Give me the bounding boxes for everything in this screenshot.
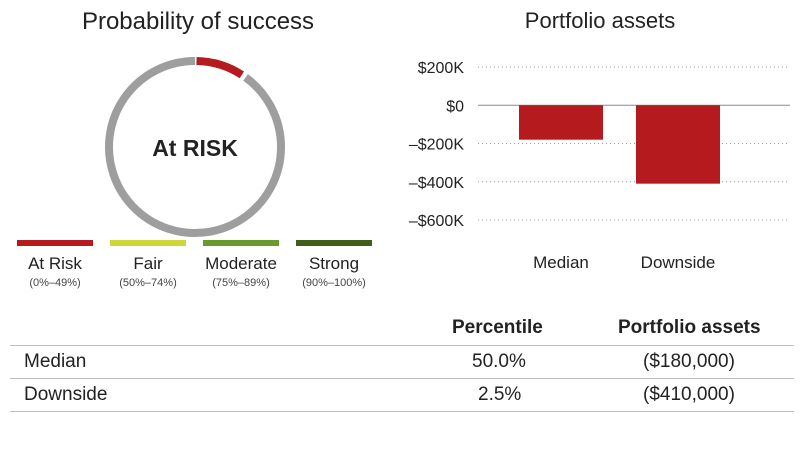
- chart-title: Portfolio assets: [524, 8, 676, 33]
- y-tick-label: $0: [446, 98, 464, 115]
- legend-item-strong: Strong (90%–100%): [296, 240, 372, 289]
- legend-item-fair: Fair (50%–74%): [110, 240, 186, 289]
- legend-item-moderate: Moderate (75%–89%): [203, 240, 279, 289]
- legend-item-at-risk: At Risk (0%–49%): [17, 240, 93, 289]
- legend-range: (50%–74%): [119, 277, 177, 289]
- table-header-percentile: Percentile: [452, 317, 543, 338]
- legend-swatch: [296, 240, 372, 246]
- legend-swatch: [203, 240, 279, 246]
- x-tick-label: Median: [533, 253, 589, 272]
- bar-downside: [636, 105, 720, 184]
- table-divider: [10, 345, 794, 346]
- legend-label: At Risk: [28, 254, 82, 273]
- legend-label: Moderate: [205, 254, 277, 273]
- gauge-title: Probability of success: [81, 8, 315, 35]
- bar-median: [519, 105, 603, 140]
- legend-range: (0%–49%): [29, 277, 81, 289]
- table-header-portfolio-assets: Portfolio assets: [618, 317, 761, 338]
- row-percentile: 2.5%: [478, 384, 522, 405]
- success-gauge: At RISK: [105, 57, 285, 237]
- table-row: Downside 2.5% ($410,000): [10, 379, 794, 412]
- gauge-track: [105, 57, 285, 237]
- legend-range: (90%–100%): [302, 277, 366, 289]
- gauge-active-segment: [196, 57, 245, 79]
- legend-swatch: [110, 240, 186, 246]
- row-portfolio-assets: ($180,000): [643, 351, 735, 372]
- row-percentile: 50.0%: [472, 351, 526, 372]
- row-portfolio-assets: ($410,000): [643, 384, 735, 405]
- legend-label: Strong: [308, 254, 360, 273]
- legend-range: (75%–89%): [212, 277, 270, 289]
- table-row: Median 50.0% ($180,000): [10, 346, 794, 379]
- x-tick-label: Downside: [641, 253, 716, 272]
- legend-label: Fair: [133, 254, 163, 273]
- y-tick-label: –$400K: [409, 175, 464, 192]
- row-name: Median: [24, 351, 87, 372]
- gauge-status-label: At RISK: [152, 135, 238, 161]
- y-tick-label: $200K: [418, 60, 465, 77]
- legend-swatch: [17, 240, 93, 246]
- y-tick-label: –$200K: [409, 137, 464, 154]
- portfolio-assets-chart: $200K $0 –$200K –$400K –$600K Median Downside: [409, 60, 790, 272]
- y-tick-label: –$600K: [409, 213, 464, 230]
- row-name: Downside: [24, 384, 108, 405]
